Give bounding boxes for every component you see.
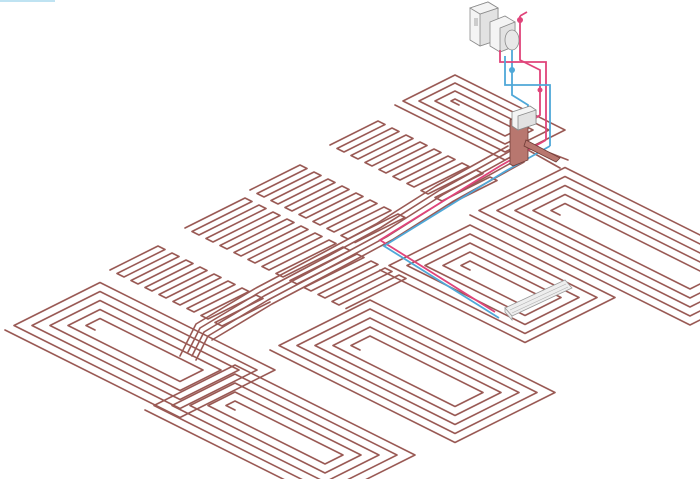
manifold-icon <box>509 105 561 167</box>
feed-pipes <box>179 145 569 361</box>
system-pipework <box>499 11 551 146</box>
heating-loop-zone-7 <box>109 245 271 327</box>
corner-mark <box>0 0 55 2</box>
heating-loop-zone-8 <box>184 197 407 310</box>
zone-outline-zone-7 <box>110 246 273 328</box>
heating-loop-zone-3 <box>269 299 556 444</box>
tank-icon <box>489 15 520 53</box>
heating-loop-zone-1 <box>4 281 276 419</box>
heating-loop-zone-9 <box>249 164 406 244</box>
zone-outline-zone-1 <box>5 283 275 418</box>
heating-loop-zone-10 <box>329 120 498 206</box>
radiator-pipes <box>378 139 551 319</box>
radiator-icon <box>504 279 573 322</box>
heating-loop-zone-5 <box>469 166 700 326</box>
heating-loops <box>4 74 700 479</box>
heating-loop-zone-2 <box>144 364 416 479</box>
heating-loop-zone-4 <box>379 224 616 344</box>
